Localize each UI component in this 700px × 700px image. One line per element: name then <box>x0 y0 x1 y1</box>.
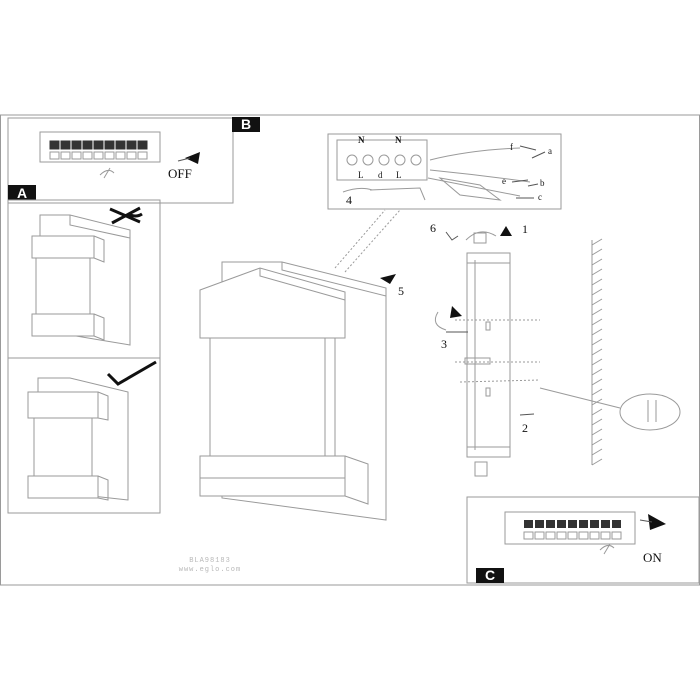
panel-a-tag: A <box>17 185 27 201</box>
step-5: 5 <box>398 284 404 298</box>
luminaire: 5 <box>199 209 404 521</box>
panel-c-tag: C <box>485 567 495 583</box>
step-4: 4 <box>346 193 352 207</box>
panel-a: A <box>7 185 161 514</box>
check-icon <box>106 360 157 386</box>
drawing-frame <box>0 114 700 586</box>
fuse-box-off <box>39 131 161 179</box>
callout-e: e <box>502 176 506 186</box>
panel-b-tag: B <box>241 116 251 132</box>
arrow-icon <box>450 306 462 318</box>
panel-c: C ON <box>466 496 700 584</box>
correct-install <box>27 360 157 501</box>
on-label: ON <box>643 550 662 565</box>
panel-b: B O <box>7 116 260 204</box>
off-label: OFF <box>168 166 192 181</box>
step-1: 1 <box>522 222 528 236</box>
callout-f: f <box>510 142 513 152</box>
arrow-icon <box>380 274 396 284</box>
terminal-l-2: L <box>396 170 402 180</box>
terminal-n-2: N <box>395 135 402 145</box>
wrong-install <box>31 206 143 346</box>
step-3: 3 <box>441 337 447 351</box>
terminal-d: d <box>378 170 383 180</box>
website: www.eglo.com <box>179 566 241 574</box>
callout-c: c <box>538 192 542 202</box>
product-code: BLA98183 <box>189 557 231 565</box>
arrow-icon <box>185 152 200 164</box>
callout-a: a <box>548 146 552 156</box>
step-2: 2 <box>522 421 528 435</box>
step-6: 6 <box>430 221 436 235</box>
callout-b: b <box>540 178 545 188</box>
arrow-icon <box>500 226 512 236</box>
cross-icon <box>109 206 143 225</box>
terminal-l-1: L <box>358 170 364 180</box>
mounting-bracket: 1 6 3 2 <box>430 221 681 477</box>
arrow-icon <box>648 514 666 530</box>
wiring-detail: N N L d L f a e b c 4 <box>327 133 562 210</box>
fuse-box-on <box>504 511 636 555</box>
terminal-n-1: N <box>358 135 365 145</box>
wall <box>591 238 603 466</box>
